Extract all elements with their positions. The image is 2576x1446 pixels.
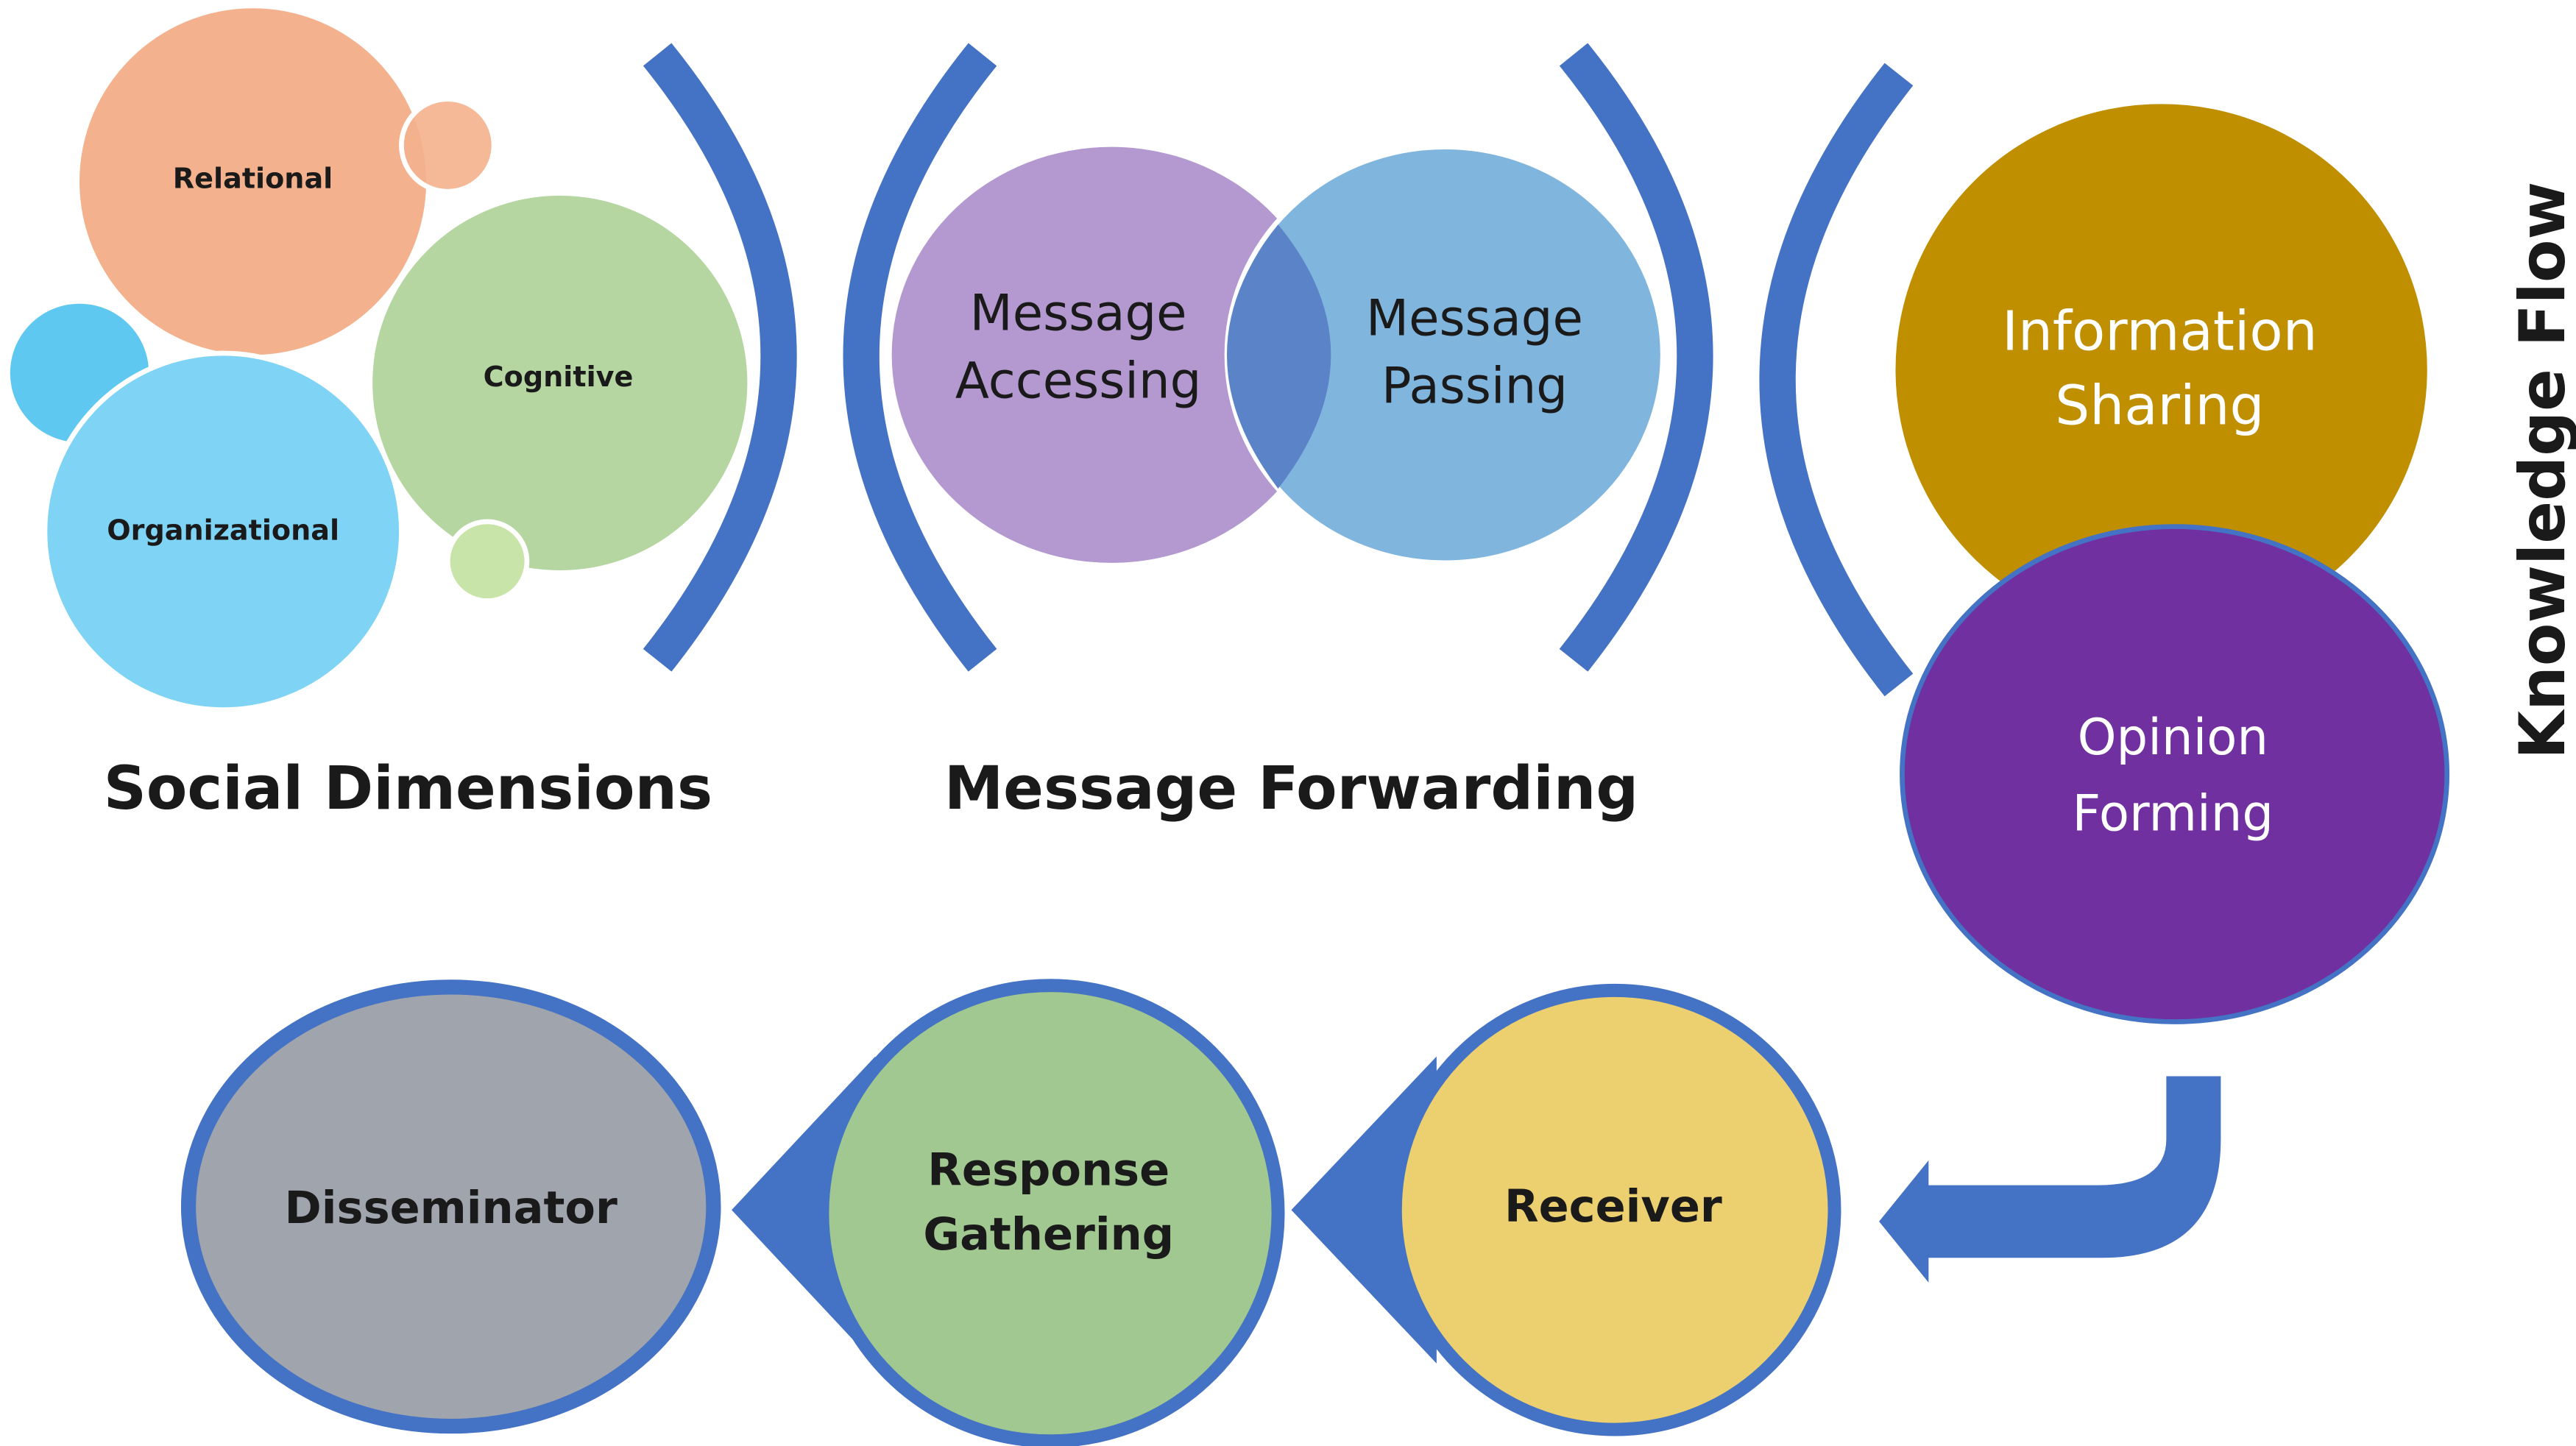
message-accessing-line1: Message: [970, 285, 1187, 342]
message-passing-line2: Passing: [1381, 357, 1568, 414]
response-gathering-line2: Gathering: [923, 1209, 1174, 1261]
social-dimensions-cluster: Relational Cognitive Organizational Soci…: [10, 8, 753, 823]
knowledge-flow-group: Information Sharing Opinion Forming Know…: [1895, 104, 2576, 1024]
process-chain: Receiver Response Gathering Disseminator: [180, 979, 1841, 1446]
bent-arrow: [1879, 1076, 2221, 1283]
relational-bubble: [79, 8, 427, 355]
information-sharing-line1: Information: [2002, 300, 2317, 364]
response-gathering-circle: [815, 979, 1285, 1446]
message-accessing-circle: [891, 146, 1331, 563]
knowledge-flow-title: Knowledge Flow: [2507, 182, 2576, 759]
relational-label: Relational: [173, 163, 333, 195]
opinion-forming-line1: Opinion: [2078, 709, 2269, 766]
relational-small-bubble: [399, 96, 497, 194]
brackets: [643, 43, 1914, 697]
message-overlap: [1227, 224, 1331, 489]
message-forwarding-title: Message Forwarding: [944, 754, 1638, 823]
bracket-social-right: [643, 43, 797, 672]
organizational-bubble: [42, 350, 404, 712]
message-forwarding-group: Message Accessing Message Passing Messag…: [891, 144, 1666, 823]
information-sharing-line2: Sharing: [2055, 374, 2264, 437]
response-gathering-line1: Response: [927, 1145, 1170, 1197]
bracket-message-right: [1559, 43, 1713, 672]
social-dimensions-title: Social Dimensions: [104, 754, 712, 823]
information-sharing-circle: [1895, 104, 2427, 636]
bracket-message-left: [843, 43, 997, 672]
disseminator-label: Disseminator: [285, 1183, 618, 1234]
opinion-forming-circle: [1900, 524, 2450, 1024]
cognitive-small-bubble: [445, 519, 530, 603]
receiver-label: Receiver: [1504, 1181, 1722, 1233]
receiver-circle: [1388, 983, 1841, 1436]
opinion-forming-line2: Forming: [2073, 784, 2274, 842]
message-passing-line1: Message: [1366, 289, 1583, 347]
cognitive-bubble: [367, 191, 753, 575]
receiver-pointer: [1291, 1056, 1437, 1364]
organizational-label: Organizational: [107, 514, 339, 547]
bent-arrow-shape: [1879, 1076, 2221, 1283]
cognitive-label: Cognitive: [484, 361, 634, 393]
bracket-knowledge-left: [1759, 63, 1914, 697]
disseminator-circle: [180, 979, 721, 1434]
message-accessing-line2: Accessing: [955, 352, 1201, 410]
